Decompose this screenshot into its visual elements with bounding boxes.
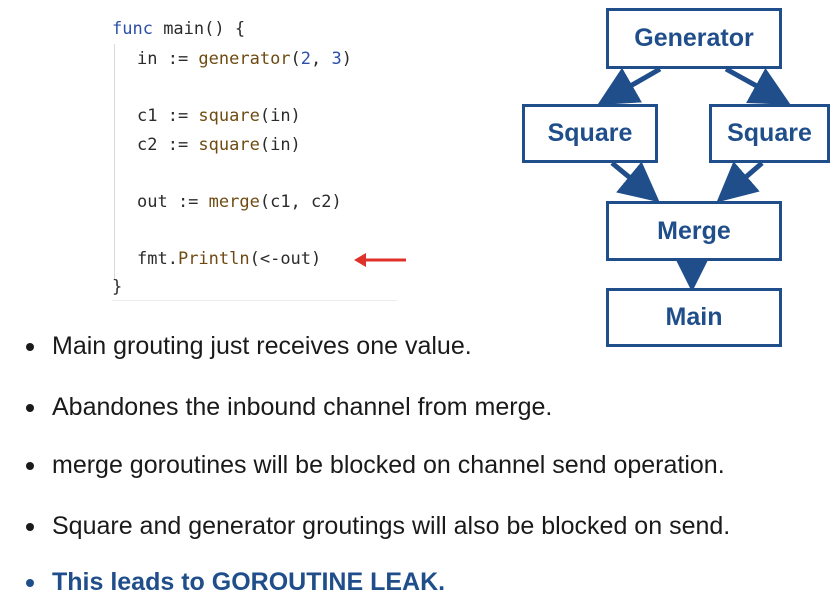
code-line-c2: c2 := square(in) xyxy=(137,135,301,155)
arrow-square-right-to-merge xyxy=(716,161,764,203)
code-line-println: fmt.Println(<-out) xyxy=(137,249,322,269)
bullet-dot-icon xyxy=(26,578,34,587)
bullet-dot-icon xyxy=(26,403,34,412)
bullet-item: Abandones the inbound channel from merge… xyxy=(26,393,552,422)
code-line-generator: in := generator(2, 3) xyxy=(137,49,353,69)
bullet-item-highlight: This leads to GOROUTINE LEAK. xyxy=(26,568,445,597)
bullet-dot-icon xyxy=(26,342,34,351)
diagram-arrows xyxy=(597,66,791,292)
bullet-dot-icon xyxy=(26,461,34,470)
merge-node: Merge xyxy=(606,201,782,261)
bullet-text: Main grouting just receives one value. xyxy=(52,332,472,360)
code-divider xyxy=(112,300,397,301)
arrow-square-left-to-merge xyxy=(610,161,660,203)
bullet-text: This leads to GOROUTINE LEAK. xyxy=(52,568,446,596)
bullet-dot-icon xyxy=(26,522,34,531)
square-left-node: Square xyxy=(522,104,658,163)
bullet-text: Square and generator groutings will also… xyxy=(52,512,731,540)
arrow-generator-to-square-right xyxy=(724,66,791,105)
bullet-text: merge goroutines will be blocked on chan… xyxy=(52,451,725,479)
bullet-item: Square and generator groutings will also… xyxy=(26,512,730,541)
pointer-arrow-icon xyxy=(354,253,406,267)
code-line-func: func main() { xyxy=(112,19,246,39)
square-right-node: Square xyxy=(709,104,830,163)
code-line-close-brace: } xyxy=(112,277,123,297)
generator-node: Generator xyxy=(606,8,782,69)
code-line-out: out := merge(c1, c2) xyxy=(137,192,342,212)
bullet-item: Main grouting just receives one value. xyxy=(26,332,472,361)
code-line-c1: c1 := square(in) xyxy=(137,106,301,126)
arrow-generator-to-square-left xyxy=(597,66,662,105)
bullet-text: Abandones the inbound channel from merge… xyxy=(52,393,553,421)
bullet-item: merge goroutines will be blocked on chan… xyxy=(26,451,725,480)
code-indent-guide xyxy=(114,44,115,280)
code-block: func main() { in := generator(2, 3) c1 :… xyxy=(112,14,397,301)
main-node: Main xyxy=(606,288,782,347)
